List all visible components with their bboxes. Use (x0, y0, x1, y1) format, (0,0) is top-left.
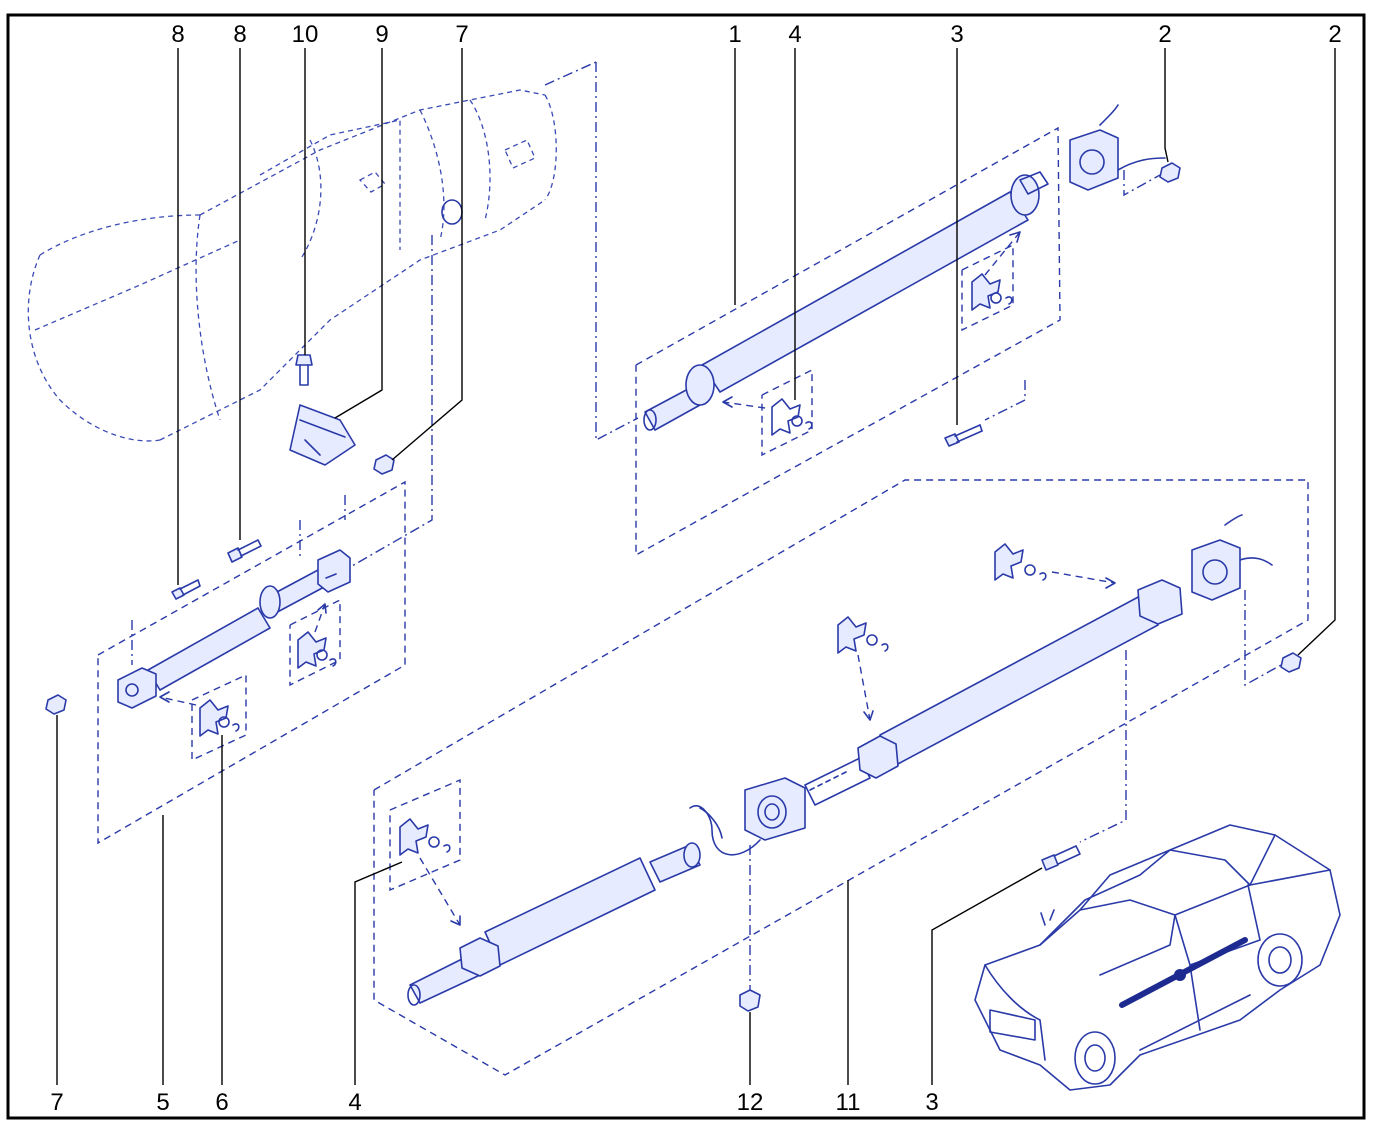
rear-bolt-and-nut (944, 162, 1181, 447)
callout-1: 1 (728, 21, 741, 48)
callout-9: 9 (375, 21, 388, 48)
callout-4-bottom: 4 (348, 1089, 361, 1116)
spider-kit-front (159, 603, 337, 737)
transmission-ghost (27, 89, 557, 442)
callout-6: 6 (215, 1089, 228, 1116)
spider-kit-two-piece (399, 543, 1116, 926)
rear-propeller-shaft (643, 104, 1166, 431)
callout-labels-bottom: 7 5 6 4 12 11 3 (50, 1089, 938, 1116)
callout-labels-top: 8 8 10 9 7 1 4 3 2 2 (171, 21, 1341, 48)
callout-2-a: 2 (1158, 21, 1171, 48)
vehicle-inset (974, 824, 1341, 1091)
group-outlines (97, 61, 1309, 1076)
callout-12: 12 (737, 1089, 764, 1116)
leader-lines (56, 48, 1336, 1085)
front-propeller-shaft (117, 549, 351, 709)
callout-4-top: 4 (788, 21, 801, 48)
diagram-frame (6, 13, 1366, 1120)
callout-7-bottom: 7 (50, 1089, 63, 1116)
two-piece-propeller-shaft (407, 514, 1302, 1012)
callout-3-bottom: 3 (925, 1089, 938, 1116)
callout-11: 11 (836, 1089, 861, 1116)
callout-5: 5 (156, 1089, 169, 1116)
callout-2-b: 2 (1328, 21, 1341, 48)
callout-7-top: 7 (455, 21, 468, 48)
callout-8-a: 8 (171, 21, 184, 48)
front-fasteners (45, 354, 395, 715)
callout-3-top: 3 (950, 21, 963, 48)
spider-kit-rear (722, 231, 1021, 436)
callout-8-b: 8 (233, 21, 246, 48)
callout-10: 10 (292, 21, 319, 48)
